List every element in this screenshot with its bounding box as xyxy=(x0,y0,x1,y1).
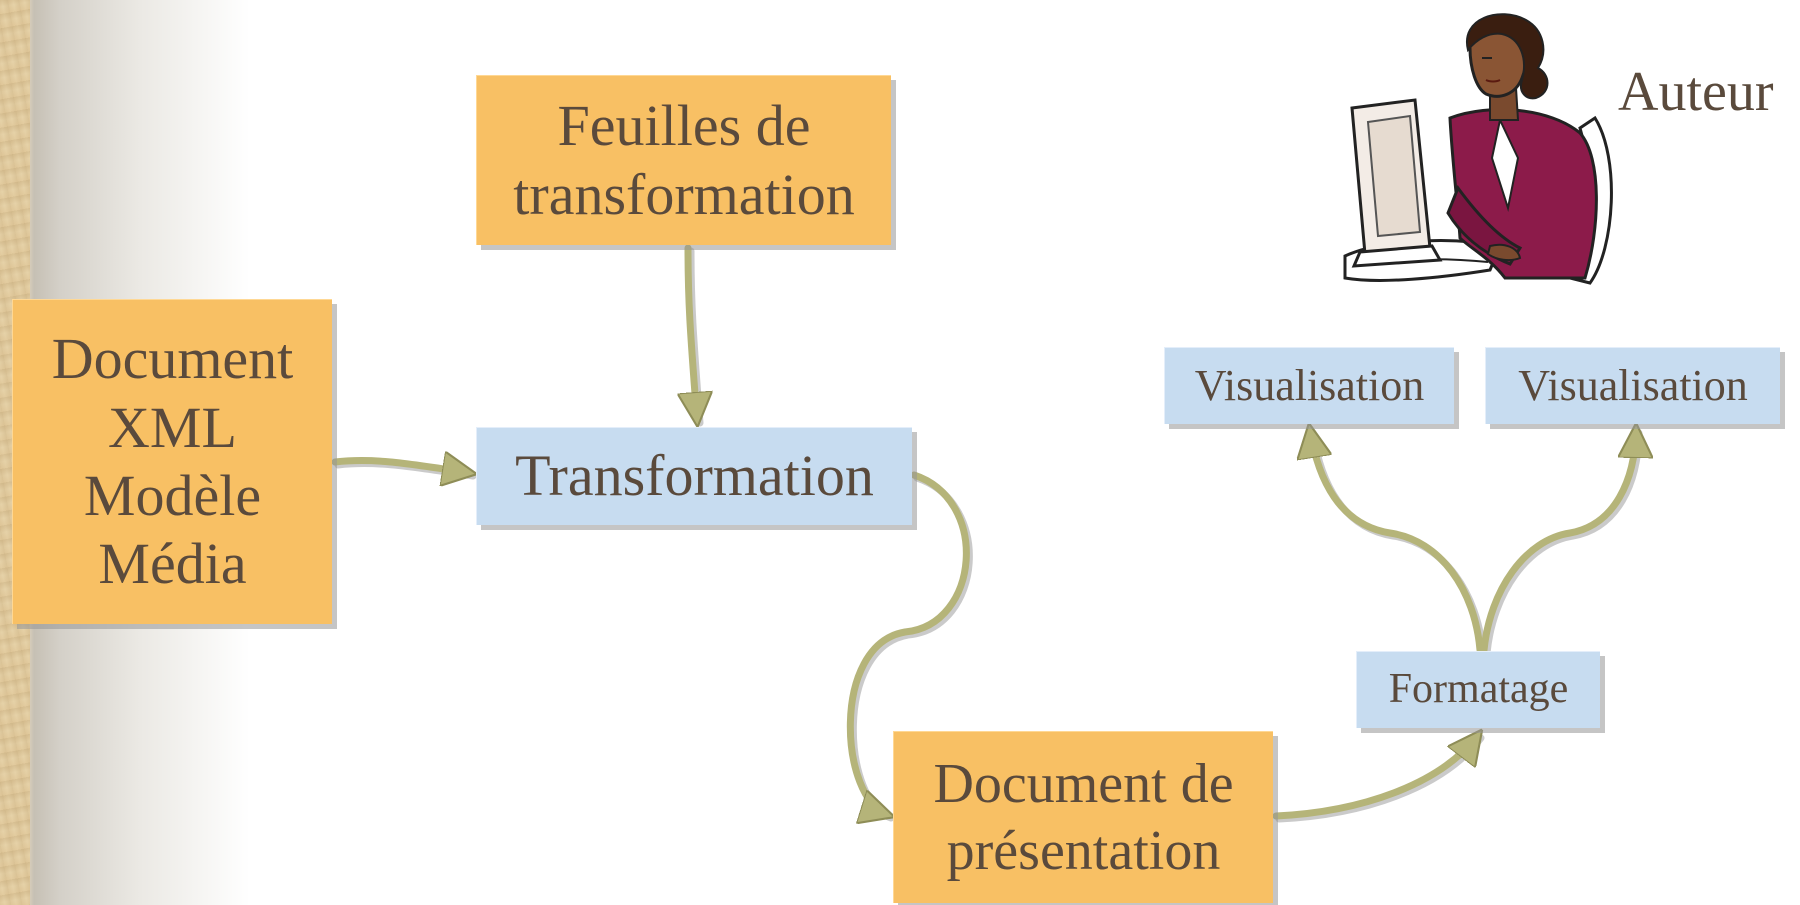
connector-formatage-to-visualisation-1 xyxy=(1310,430,1484,654)
formatage-box: Formatage xyxy=(1356,651,1600,728)
transformation-box: Transformation xyxy=(476,427,912,525)
visualisation-box-1: Visualisation xyxy=(1164,347,1454,424)
transformation-label: Transformation xyxy=(515,443,874,509)
connector-transformation-to-presentation xyxy=(846,471,970,815)
feuilles-de-transformation-box: Feuilles de transformation xyxy=(476,75,891,245)
document-de-presentation-label: Document de présentation xyxy=(933,753,1234,882)
connector-feuilles-to-transformation xyxy=(688,244,697,420)
person-at-computer-icon xyxy=(1343,13,1613,285)
connector-formatage-to-visualisation-2 xyxy=(1480,430,1636,654)
connector-document-to-transformation xyxy=(331,460,470,473)
document-xml-box: Document XML Modèle Média xyxy=(12,299,332,624)
connector-presentation-to-formatage xyxy=(1272,735,1478,820)
visualisation-box-2: Visualisation xyxy=(1485,347,1780,424)
visualisation-label-1: Visualisation xyxy=(1194,361,1425,411)
feuilles-de-transformation-label: Feuilles de transformation xyxy=(513,93,855,227)
document-xml-label: Document XML Modèle Média xyxy=(51,326,294,597)
document-de-presentation-box: Document de présentation xyxy=(893,731,1273,903)
formatage-label: Formatage xyxy=(1388,666,1569,713)
visualisation-label-2: Visualisation xyxy=(1518,361,1748,411)
author-label: Auteur xyxy=(1618,61,1774,123)
